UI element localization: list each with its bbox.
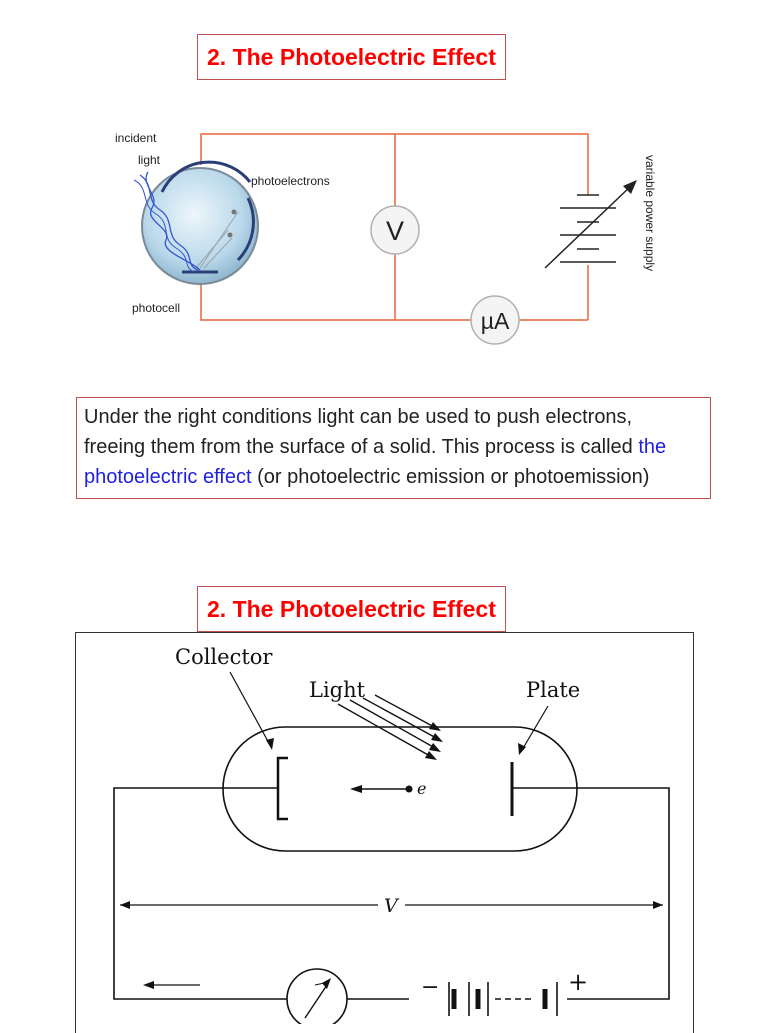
highlighted-term: the photoelectric effect xyxy=(84,436,667,488)
explanation-box: Under the right conditions light can be … xyxy=(76,397,711,499)
section-title: 2. The Photoelectric Effect xyxy=(197,586,506,632)
diagram-frame xyxy=(75,632,694,1033)
explanation-text-end: (or photoelectric emission or photoemiss… xyxy=(251,466,650,488)
collector-pointer xyxy=(229,671,271,746)
microammeter: µA xyxy=(470,295,520,345)
incident-light-label: incident xyxy=(115,131,157,145)
explanation-text: Under the right conditions light can be … xyxy=(84,406,639,458)
variable-power-supply xyxy=(544,180,637,269)
plate-label: Plate xyxy=(526,678,580,702)
ammeter-symbol: µA xyxy=(481,308,510,334)
voltage-label: V xyxy=(384,895,400,917)
circuit-wires xyxy=(113,787,287,1000)
light-label: Light xyxy=(309,678,366,702)
power-supply-label: variable power supply xyxy=(643,155,657,271)
plate-pointer xyxy=(521,705,549,751)
voltmeter-symbol: V xyxy=(386,216,404,246)
circuit-wires xyxy=(200,133,589,321)
plus-sign: + xyxy=(568,968,588,996)
light-rays xyxy=(337,694,439,757)
photocell-label: photocell xyxy=(132,301,180,315)
vacuum-tube-circuit-diagram: Collector Light Plate e V − + xyxy=(113,645,670,1024)
collector-electrode xyxy=(276,756,288,821)
electron-label: e xyxy=(417,779,426,798)
vacuum-tube xyxy=(222,726,578,852)
collector-label: Collector xyxy=(175,645,273,669)
minus-sign: − xyxy=(421,975,439,1000)
galvanometer xyxy=(286,968,348,1024)
photoelectrons-label: photoelectrons xyxy=(251,174,330,188)
photocell-icon xyxy=(133,160,259,285)
incident-light-label-line2: light xyxy=(138,153,161,167)
photocell-circuit-diagram: V µA incident light photoelectrons photo… xyxy=(115,131,657,345)
voltmeter: V xyxy=(370,205,420,255)
page-title: 2. The Photoelectric Effect xyxy=(197,34,506,80)
battery xyxy=(448,982,558,1016)
